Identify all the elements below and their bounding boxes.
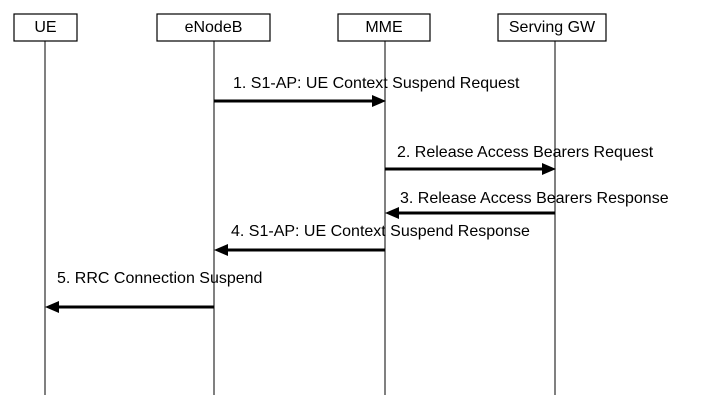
message-4: 4. S1-AP: UE Context Suspend Response [214,223,530,256]
message-5-label: 5. RRC Connection Suspend [57,270,262,287]
entity-mme: MME [337,13,431,42]
entity-ue-label: UE [34,19,56,36]
entity-enodeb-box [156,13,271,42]
message-3-arrowhead [385,207,399,219]
message-3: 3. Release Access Bearers Response [385,190,669,219]
entity-serving-gw: Serving GW [497,13,607,42]
message-1: 1. S1-AP: UE Context Suspend Request [214,75,520,107]
entity-enodeb-label: eNodeB [185,19,243,36]
entity-ue: UE [13,13,78,42]
message-3-label: 3. Release Access Bearers Response [400,190,669,207]
message-4-arrowhead [214,244,228,256]
entity-ue-box [13,13,78,42]
message-1-label: 1. S1-AP: UE Context Suspend Request [233,75,520,92]
message-2: 2. Release Access Bearers Request [385,144,654,175]
message-5: 5. RRC Connection Suspend [45,270,262,313]
entity-mme-box [337,13,431,42]
message-5-arrowhead [45,301,59,313]
entity-serving-gw-box [497,13,607,42]
message-2-arrowhead [542,163,556,175]
message-1-arrowhead [372,95,386,107]
entity-enodeb: eNodeB [156,13,271,42]
message-4-label: 4. S1-AP: UE Context Suspend Response [231,223,530,240]
message-2-label: 2. Release Access Bearers Request [397,144,654,161]
entity-mme-label: MME [365,19,402,36]
entity-serving-gw-label: Serving GW [509,19,596,36]
